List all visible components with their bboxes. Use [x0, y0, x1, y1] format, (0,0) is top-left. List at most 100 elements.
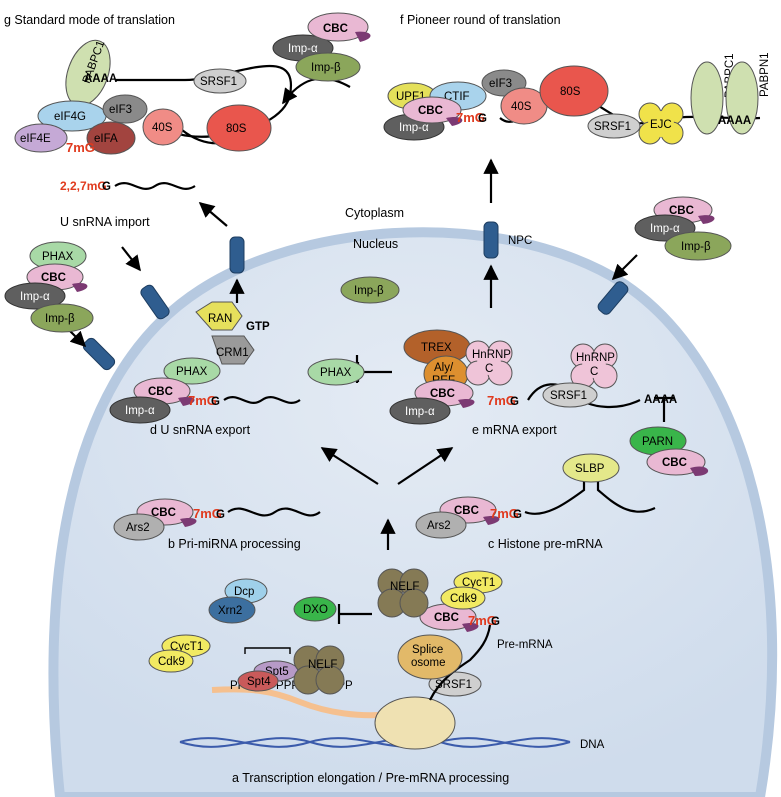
- svg-text:G: G: [478, 113, 487, 125]
- ribosome-40s-standard: [142, 108, 184, 146]
- section-d-title: d U snRNA export: [150, 423, 251, 437]
- svg-text:U snRNA import: U snRNA import: [60, 215, 150, 229]
- svg-text:Imp-α: Imp-α: [20, 291, 50, 303]
- hnrnpc-left: HnRNP C: [465, 340, 513, 386]
- svg-text:C: C: [590, 366, 598, 378]
- svg-text:G: G: [491, 616, 500, 628]
- histone-premrna-complex: CBC Ars2 7mG G SLBP: [415, 453, 656, 539]
- svg-text:G: G: [513, 509, 522, 521]
- svg-text:CycT1: CycT1: [170, 641, 203, 653]
- svg-text:PHAX: PHAX: [320, 367, 352, 379]
- section-f-title: f Pioneer round of translation: [400, 13, 561, 27]
- svg-text:EJC: EJC: [650, 119, 672, 131]
- svg-text:G: G: [102, 181, 111, 193]
- svg-text:eIF4G: eIF4G: [54, 111, 86, 123]
- nelf-top: NELF: [377, 568, 429, 618]
- svg-text:Ars2: Ars2: [126, 522, 150, 534]
- svg-text:Spt4: Spt4: [247, 676, 271, 688]
- svg-text:CBC: CBC: [434, 612, 459, 624]
- svg-text:Imp-β: Imp-β: [354, 285, 384, 297]
- svg-text:7mG: 7mG: [193, 506, 222, 521]
- svg-text:Pre-mRNA: Pre-mRNA: [497, 639, 553, 651]
- svg-text:CBC: CBC: [418, 105, 443, 117]
- ribosome-80s-standard: [206, 104, 272, 152]
- svg-text:PARN: PARN: [642, 436, 673, 448]
- arrow-cbc-complex-to-pore: [611, 254, 638, 281]
- svg-text:Splice: Splice: [412, 644, 443, 656]
- svg-text:eIF3: eIF3: [489, 78, 512, 90]
- svg-text:HnRNP: HnRNP: [472, 349, 511, 361]
- pioneer-round-complex: UPF1 CTIF eIF3 40S 80S SRSF1 EJC PABPC1 …: [383, 52, 771, 145]
- svg-text:CBC: CBC: [662, 457, 687, 469]
- arrow-to-snrna-export: [320, 447, 379, 485]
- pri-mirna-complex: CBC Ars2 7mG G: [113, 498, 321, 541]
- svg-text:2,2,7mG: 2,2,7mG: [60, 179, 107, 193]
- svg-text:osome: osome: [411, 657, 446, 669]
- svg-text:Cdk9: Cdk9: [450, 593, 477, 605]
- ejc: EJC: [638, 102, 684, 145]
- npc-pore-export-u: [229, 236, 245, 274]
- ribosome-80s-pioneer: [539, 65, 609, 117]
- svg-text:7mG: 7mG: [456, 110, 485, 125]
- svg-text:AAAA: AAAA: [718, 115, 751, 127]
- svg-text:Aly/: Aly/: [434, 362, 454, 374]
- svg-text:CBC: CBC: [669, 205, 694, 217]
- arrow-phax-complex-to-pore: [69, 330, 87, 348]
- svg-text:PHAX: PHAX: [176, 366, 208, 378]
- svg-text:Dcp: Dcp: [234, 586, 254, 598]
- svg-text:C: C: [485, 363, 493, 375]
- svg-text:CycT1: CycT1: [462, 577, 495, 589]
- standard-mode-complex: PABPC1 AAAA SRSF1 eIF4G eIF3 eIF4E eIFA …: [14, 39, 293, 155]
- imp-b-free: Imp-β: [340, 276, 400, 304]
- svg-text:SLBP: SLBP: [575, 463, 605, 475]
- eif4e: [14, 123, 68, 153]
- svg-text:TREX: TREX: [421, 342, 452, 354]
- svg-text:Imp-α: Imp-α: [650, 223, 680, 235]
- svg-text:PABPN1: PABPN1: [759, 52, 771, 97]
- cytoplasm-label: Cytoplasm: [345, 206, 404, 220]
- svg-text:AAAA: AAAA: [84, 73, 117, 85]
- svg-text:Cdk9: Cdk9: [158, 656, 185, 668]
- npc-label: NPC: [508, 235, 532, 247]
- svg-text:G: G: [510, 396, 519, 408]
- u-snrna-import-group: 2,2,7mG G U snRNA import: [60, 179, 196, 229]
- svg-text:Imp-α: Imp-α: [399, 122, 429, 134]
- svg-text:40S: 40S: [511, 101, 532, 113]
- svg-text:CBC: CBC: [41, 272, 66, 284]
- svg-text:CBC: CBC: [454, 505, 479, 517]
- svg-text:AAAA: AAAA: [644, 394, 677, 406]
- svg-text:SRSF1: SRSF1: [550, 390, 587, 402]
- transcription-complex: DNA PPPPPPPPPPPPPPPP SRSF1 Splice osome …: [148, 568, 605, 751]
- svg-text:Xrn2: Xrn2: [218, 605, 242, 617]
- npc-pore-import-right: [597, 281, 629, 315]
- svg-text:40S: 40S: [152, 122, 173, 134]
- eif3-standard: [102, 94, 148, 124]
- arrow-import-to-pore: [121, 246, 141, 272]
- cbc-complex-right: CBC Imp-α Imp-β: [634, 196, 732, 261]
- svg-text:DNA: DNA: [580, 739, 605, 751]
- phax-complex-left: PHAX CBC Imp-α Imp-β: [4, 241, 94, 333]
- svg-text:Imp-β: Imp-β: [45, 313, 75, 325]
- svg-text:SRSF1: SRSF1: [200, 76, 237, 88]
- svg-text:eIFA: eIFA: [94, 133, 118, 145]
- svg-text:GTP: GTP: [246, 321, 270, 333]
- svg-text:Imp-α: Imp-α: [405, 406, 435, 418]
- npc-pore-import-left-bottom: [82, 337, 116, 371]
- svg-text:NELF: NELF: [390, 581, 419, 593]
- svg-text:7mG: 7mG: [188, 393, 217, 408]
- svg-text:G: G: [211, 396, 220, 408]
- svg-text:80S: 80S: [226, 123, 247, 135]
- svg-text:Ars2: Ars2: [427, 520, 451, 532]
- svg-text:7mG: 7mG: [66, 140, 95, 155]
- svg-text:Imp-α: Imp-α: [125, 405, 155, 417]
- eif4a: [86, 121, 136, 155]
- svg-text:eIF3: eIF3: [109, 104, 132, 116]
- svg-text:7mG: 7mG: [487, 393, 516, 408]
- svg-text:CBC: CBC: [323, 23, 348, 35]
- svg-text:PHAX: PHAX: [42, 251, 74, 263]
- npc-pore-export-m: [483, 221, 499, 259]
- arrow-cbc-to-standard: [282, 77, 351, 105]
- pabpc1-pioneer: [690, 61, 724, 135]
- svg-text:RAN: RAN: [208, 313, 232, 325]
- svg-text:7mG: 7mG: [468, 613, 497, 628]
